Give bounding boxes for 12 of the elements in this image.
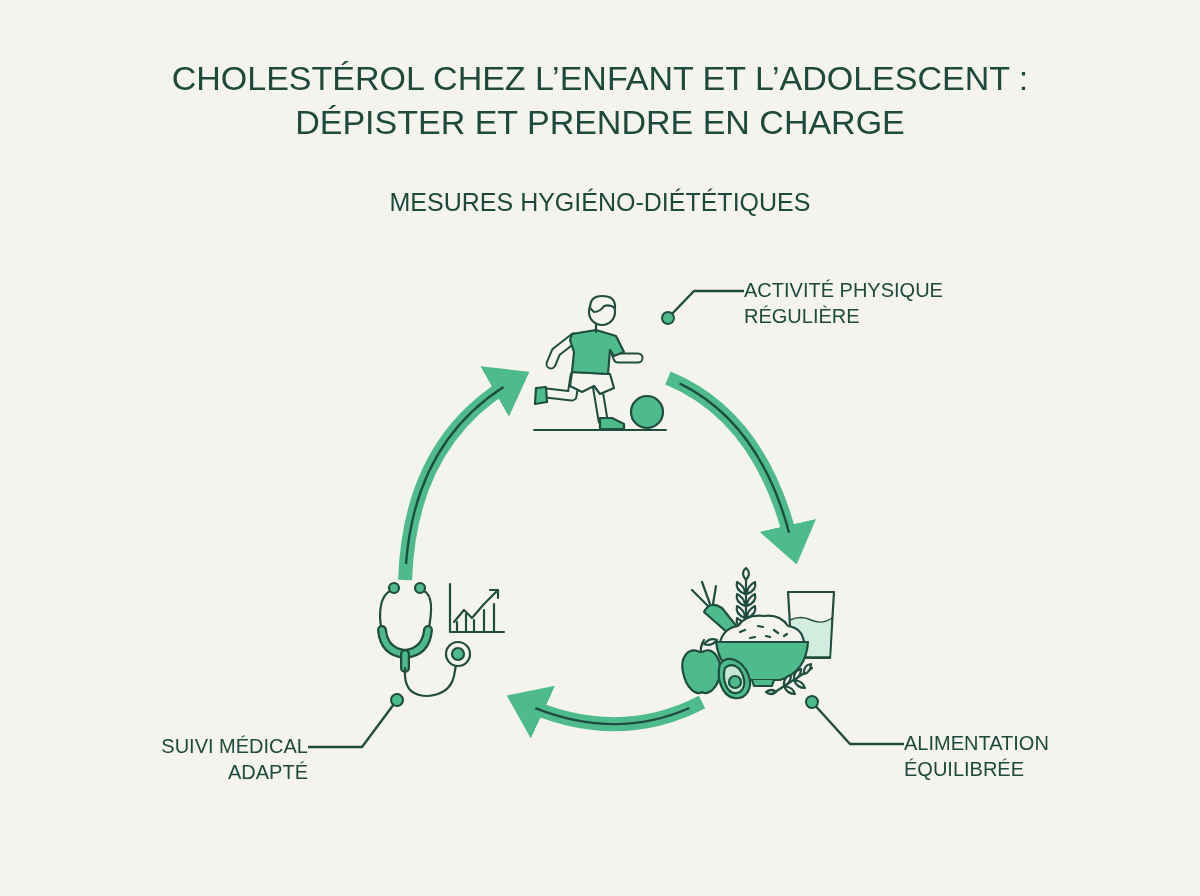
curved-arrow	[398, 367, 530, 581]
subtitle: MESURES HYGIÉNO-DIÉTÉTIQUES	[389, 188, 811, 217]
leader-line	[661, 289, 744, 325]
curved-arrow	[506, 684, 705, 739]
category-label: SUIVI MÉDICAL ADAPTÉ	[108, 733, 308, 785]
curved-arrow	[665, 371, 816, 565]
category-label: ALIMENTATION ÉQUILIBRÉE	[904, 730, 1089, 782]
leader-line	[308, 693, 404, 749]
food-bowl-illustration	[680, 568, 836, 702]
title: CHOLESTÉROL CHEZ L’ENFANT ET L’ADOLESCENT : DÉPISTER ET PRENDRE EN CHARGE	[170, 58, 1030, 144]
category-label: ACTIVITÉ PHYSIQUE RÉGULIÈRE	[744, 277, 984, 329]
leader-line	[805, 695, 904, 746]
